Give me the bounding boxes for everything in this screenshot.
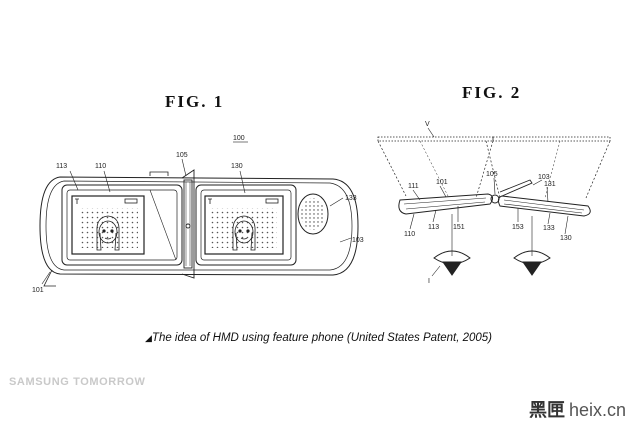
caption-text: The idea of HMD using feature phone (Uni… — [151, 332, 493, 344]
fig2-ref-113: 113 — [428, 224, 439, 231]
right-screen-inner — [200, 189, 292, 261]
fig1-ref-133: 133 — [345, 195, 357, 202]
fig2-ref-130: 130 — [560, 235, 572, 242]
speaker-grille — [301, 198, 325, 230]
fig2-ref-101: 101 — [436, 179, 448, 186]
right-eye — [513, 250, 551, 276]
right-signal-icon — [208, 198, 212, 204]
fig2-title: FIG. 2 — [462, 83, 522, 102]
phone-body-outline — [39, 176, 359, 276]
fig2-ref-V: V — [425, 121, 430, 128]
fig2-ref-110: 110 — [404, 231, 415, 238]
phone-body-inner — [45, 180, 353, 271]
right-dot-matrix — [211, 208, 277, 248]
bottom-foot — [43, 269, 56, 287]
left-cartoon-face — [96, 215, 120, 251]
fig2-ref-I: I — [428, 278, 430, 285]
virtual-image-plane-left — [377, 136, 494, 142]
fig2-ref-111: 111 — [408, 183, 419, 190]
fig1-ref-130: 130 — [231, 163, 243, 170]
fig1-ref-113: 113 — [56, 163, 67, 170]
fig1-ref-103: 103 — [352, 237, 364, 244]
fig1-ref-105: 105 — [176, 152, 188, 159]
fig2-hinge — [490, 194, 500, 204]
left-dot-matrix — [80, 208, 138, 248]
fig2-ref-131: 131 — [544, 181, 556, 188]
figure-caption: ◢The idea of HMD using feature phone (Un… — [145, 332, 492, 344]
right-battery-icon — [265, 198, 279, 204]
fig2-ref-103: 103 — [538, 174, 550, 181]
fig2-ref-153: 153 — [512, 224, 524, 231]
speaker-grille-outline — [297, 193, 329, 235]
left-screen — [71, 195, 145, 255]
left-screen-inner — [66, 189, 178, 261]
hinge — [181, 169, 195, 279]
fig2-drawing — [377, 127, 611, 277]
virtual-image-plane-right — [492, 136, 611, 142]
watermark-site: heix.cn — [568, 400, 626, 420]
left-eye — [433, 250, 471, 276]
optical-axes — [451, 214, 533, 256]
projection-lines — [377, 140, 611, 199]
fig1-title: FIG. 1 — [165, 92, 225, 111]
fig1-drawing — [39, 141, 359, 287]
left-phone-half — [398, 193, 494, 215]
brand-label: SAMSUNG TOMORROW — [9, 376, 146, 388]
caption-marker: ◢ — [145, 333, 152, 343]
fig1-ref-101: 101 — [32, 287, 44, 294]
right-cartoon-face — [232, 215, 256, 251]
left-screen-frame — [61, 184, 183, 266]
right-screen — [204, 195, 284, 255]
fig1-ref-100: 100 — [233, 135, 245, 142]
side-buttons — [149, 171, 169, 176]
left-battery-icon — [124, 198, 138, 204]
fig2-ref-105: 105 — [486, 171, 498, 178]
right-phone-half — [497, 195, 591, 217]
fig1-ref-110: 110 — [95, 163, 106, 170]
right-screen-frame — [195, 184, 297, 266]
fig2-ref-133: 133 — [543, 225, 555, 232]
watermark-cn: 黑匣 — [528, 400, 565, 421]
fig2-antenna — [499, 179, 533, 197]
left-signal-icon — [75, 198, 79, 204]
left-screen-diagonal — [149, 189, 177, 261]
fig2-ref-151: 151 — [453, 224, 465, 231]
